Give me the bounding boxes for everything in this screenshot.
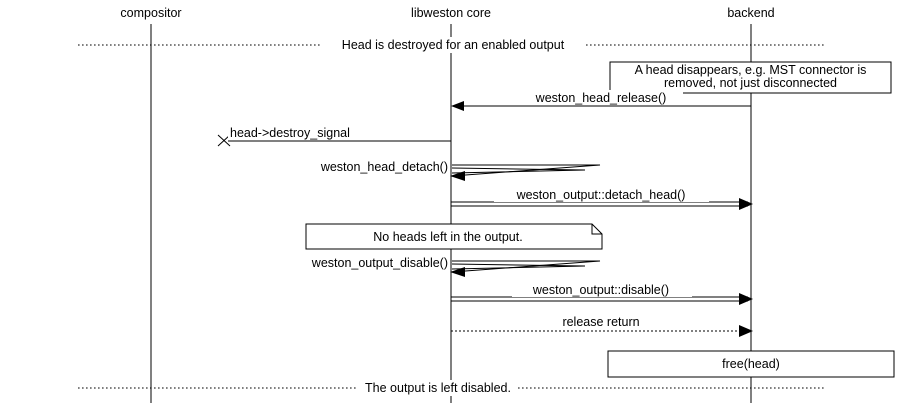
lifeline-label-backend: backend [727,6,774,20]
lifelines-group: compositor libweston core backend [120,6,775,403]
message-weston-head-release[interactable]: weston_head_release() [451,90,751,111]
divider-top-label: Head is destroyed for an enabled output [342,38,565,52]
message-weston-output-disable-arrowhead [450,267,465,277]
note-no-heads-left: No heads left in the output. [305,223,603,250]
message-weston-output-detach-head-label-bg [494,188,709,202]
message-weston-head-detach-loop-inner [451,167,586,174]
lifeline-label-libweston-core: libweston core [411,6,491,20]
message-weston-head-detach-label: weston_head_detach() [320,160,448,174]
message-release-return-label-bg [547,315,657,329]
message-weston-head-detach[interactable]: weston_head_detach() [320,160,601,181]
message-weston-head-release-arrowhead [451,101,464,111]
note-head-disappears-box [609,61,892,94]
note-head-disappears-line-1: A head disappears, e.g. MST connector is [635,63,867,77]
divider-top-label-bg [322,37,584,53]
message-weston-output-disable-loop-inner [451,263,586,270]
divider-bottom-label-bg [358,380,518,396]
lifeline-libweston-core[interactable]: libweston core [411,6,491,403]
note-head-disappears-line-2: removed, not just disconnected [664,76,837,90]
message-weston-output-disable-label: weston_output_disable() [311,256,448,270]
message-weston-output-disable-backend-arrowhead [739,293,753,305]
message-head-destroy-signal-label-bg [228,125,380,140]
message-release-return-arrowhead [739,325,753,337]
message-head-destroy-signal-label: head->destroy_signal [230,126,350,140]
activity-box-free-head: free(head) [607,350,895,378]
note-no-heads-left-text: No heads left in the output. [373,230,522,244]
divider-bottom: The output is left disabled. [78,380,826,396]
message-weston-head-release-label-bg [519,90,683,105]
activity-box-free-head-label: free(head) [722,357,780,371]
lifeline-compositor[interactable]: compositor [120,6,182,403]
message-weston-output-detach-head[interactable]: weston_output::detach_head() [451,188,753,210]
message-weston-head-release-label: weston_head_release() [535,91,667,105]
message-weston-output-disable[interactable]: weston_output_disable() [311,256,601,277]
message-weston-output-disable-backend-label: weston_output::disable() [532,283,669,297]
message-release-return-label: release return [562,315,639,329]
note-head-disappears: A head disappears, e.g. MST connector is… [609,61,892,94]
message-weston-output-disable-backend[interactable]: weston_output::disable() [451,283,753,305]
note-no-heads-left-box [305,223,603,250]
note-no-heads-left-dogear [591,224,602,235]
activity-box-free-head-rect [607,350,895,378]
message-weston-output-detach-head-arrowhead [739,198,753,210]
divider-bottom-label: The output is left disabled. [365,381,511,395]
message-head-destroy-signal[interactable]: head->destroy_signal [217,125,451,147]
divider-top: Head is destroyed for an enabled output [78,37,826,53]
message-weston-output-detach-head-label: weston_output::detach_head() [516,188,686,202]
message-release-return[interactable]: release return [451,315,753,337]
message-weston-head-detach-arrowhead [450,171,465,181]
lifeline-label-compositor: compositor [120,6,181,20]
message-weston-output-disable-backend-label-bg [512,283,692,297]
